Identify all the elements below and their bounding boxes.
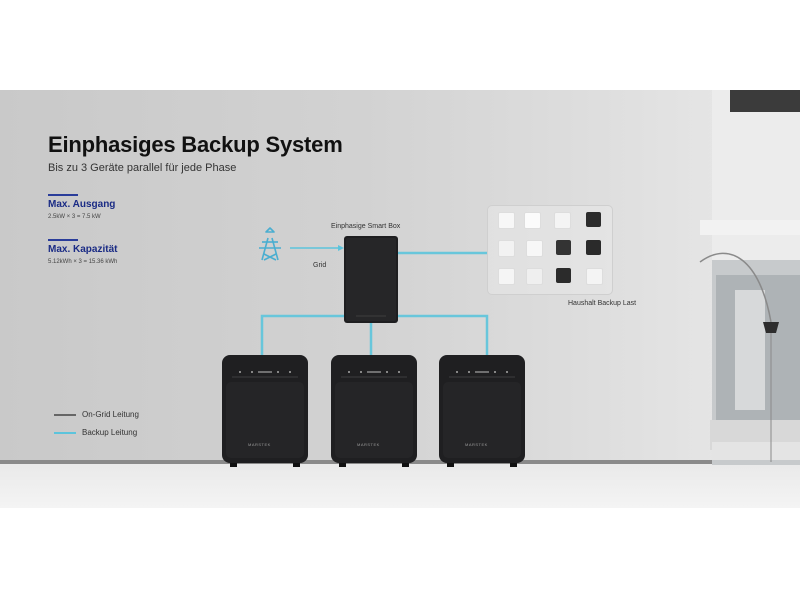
washing-machine-icon xyxy=(498,240,515,257)
spec-max-output: Max. Ausgang 2.5kW × 3 = 7.5 kW xyxy=(48,194,115,220)
air-conditioner-icon xyxy=(524,212,541,229)
smart-box-label: Einphasige Smart Box xyxy=(331,223,401,230)
spec-label: Max. Kapazität xyxy=(48,244,118,255)
legend-on-grid: On-Grid Leitung xyxy=(54,410,139,419)
spec-accent-bar xyxy=(48,194,78,196)
window-interior xyxy=(700,90,800,465)
monitor-icon xyxy=(556,268,571,283)
oven-icon xyxy=(586,212,601,227)
speaker-icon xyxy=(586,268,603,285)
battery-logo: MARSTEK xyxy=(357,442,380,447)
water-heater-icon xyxy=(554,212,571,229)
scene: Einphasiges Backup System Bis zu 3 Gerät… xyxy=(0,90,800,508)
grid-line xyxy=(290,245,344,251)
battery-logo: MARSTEK xyxy=(248,442,271,447)
diagram-svg xyxy=(222,90,800,467)
battery-3 xyxy=(439,355,525,467)
battery-logo: MARSTEK xyxy=(465,442,488,447)
tv-icon xyxy=(556,240,571,255)
fridge-icon xyxy=(498,212,515,229)
spec-label: Max. Ausgang xyxy=(48,199,116,210)
spec-value: 5.12kWh × 3 = 15.36 kWh xyxy=(48,259,118,265)
legend-label: Backup Leitung xyxy=(82,428,138,437)
household-load-panel xyxy=(487,205,613,295)
floor xyxy=(0,462,800,508)
legend-backup: Backup Leitung xyxy=(54,428,137,437)
legend-label: On-Grid Leitung xyxy=(82,410,139,419)
load-label: Haushalt Backup Last xyxy=(568,300,637,307)
legend-swatch xyxy=(54,413,76,416)
grid-label: Grid xyxy=(313,262,327,269)
smart-box xyxy=(344,236,398,323)
coffee-machine-icon xyxy=(498,268,515,285)
spec-accent-bar xyxy=(48,239,78,241)
floor-lamp xyxy=(699,252,779,462)
battery-2 xyxy=(331,355,417,467)
spec-max-capacity: Max. Kapazität 5.12kWh × 3 = 15.36 kWh xyxy=(48,239,117,265)
battery-1 xyxy=(222,355,308,467)
desk-lamp-icon xyxy=(526,240,543,257)
page-subtitle: Bis zu 3 Geräte parallel für jede Phase xyxy=(48,162,237,174)
fan-icon xyxy=(526,268,543,285)
page-title: Einphasiges Backup System xyxy=(48,132,343,157)
microwave-icon xyxy=(586,240,601,255)
spec-value: 2.5kW × 3 = 7.5 kW xyxy=(48,214,101,220)
grid-tower-icon xyxy=(259,227,281,261)
legend-swatch xyxy=(54,431,76,434)
